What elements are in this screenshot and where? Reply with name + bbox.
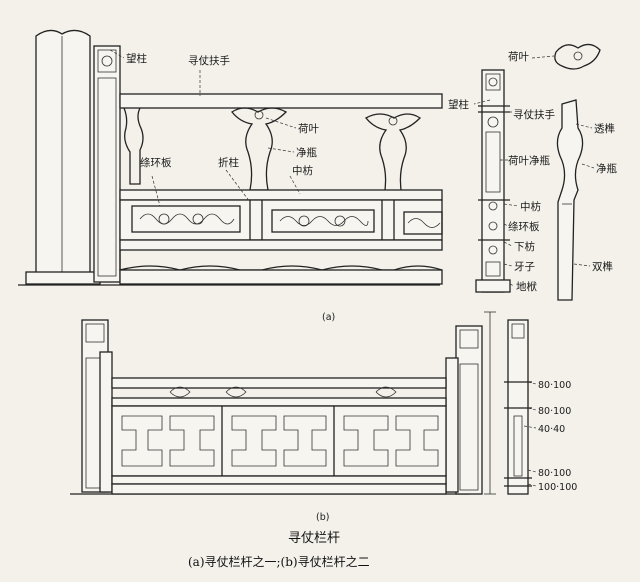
middle-rail-b — [111, 397, 447, 407]
figure-b-elevation: 80·100 80·100 40·40 80·100 100·100 (b) — [70, 311, 577, 523]
label-side-heye-top: 荷叶 — [508, 51, 529, 63]
label-side-zhongfang: 中枋 — [520, 200, 541, 213]
knot-ornament-3 — [375, 386, 397, 398]
middle-rail — [119, 189, 443, 201]
figure-a-mark: (a) — [322, 312, 335, 323]
dim-middle-rail: 80·100 — [538, 406, 571, 417]
carved-panel-3 — [403, 211, 443, 235]
label-zhongfang: 中枋 — [292, 164, 313, 177]
label-side-huanbanban: 绦环板 — [508, 220, 540, 233]
knot-ornament-2 — [225, 386, 247, 398]
label-zhezhu: 折柱 — [218, 156, 239, 169]
baluster-vase-2 — [231, 107, 288, 191]
label-side-tousun: 透榫 — [594, 122, 615, 135]
dim-lower-rail: 80·100 — [538, 468, 571, 479]
knot-ornament-1 — [169, 386, 191, 398]
base-beam-b — [111, 483, 447, 495]
figure-caption: (a)寻仗栏杆之一;(b)寻仗栏杆之二 — [188, 554, 370, 569]
label-side-xiafang: 下枋 — [514, 240, 535, 253]
figure-b-mark: (b) — [316, 512, 329, 523]
label-xunzhangfushou: 寻仗扶手 — [188, 54, 230, 67]
lattice-cell-6 — [395, 415, 439, 467]
lattice-panel — [111, 405, 447, 477]
apron — [119, 250, 443, 271]
label-wangzhu: 望柱 — [126, 52, 147, 65]
dim-lattice-bar: 40·40 — [538, 424, 565, 435]
side-section-post: 望柱 荷叶 寻仗扶手 荷叶净瓶 中枋 绦环板 下枋 牙子 地栿 透榫 净瓶 双榫 — [448, 43, 617, 301]
label-side-wangzhu: 望柱 — [448, 98, 469, 111]
handrail — [119, 93, 443, 109]
carved-panel-2 — [271, 209, 375, 233]
label-jingping: 净瓶 — [296, 146, 317, 159]
column-base — [25, 271, 101, 285]
side-post-b — [507, 319, 529, 495]
label-side-xunzhangfushou: 寻仗扶手 — [513, 108, 555, 121]
label-side-yazi: 牙子 — [514, 261, 535, 273]
lattice-cell-2 — [169, 415, 215, 467]
baluster-vase-3 — [365, 113, 422, 197]
label-side-shuangsun: 双榫 — [592, 260, 613, 273]
label-side-heye-jingping: 荷叶净瓶 — [508, 154, 550, 167]
lattice-cell-1 — [121, 415, 163, 467]
lattice-cell-3 — [231, 415, 277, 467]
carved-panel-1 — [131, 205, 241, 233]
label-heye: 荷叶 — [298, 123, 319, 135]
figure-title: 寻仗栏杆 — [288, 531, 340, 546]
label-side-jingping: 净瓶 — [596, 162, 617, 175]
handrail-b — [111, 377, 447, 389]
large-column — [35, 29, 91, 279]
dim-base-beam: 100·100 — [538, 482, 577, 493]
lotus-leaf-ornament — [554, 43, 601, 70]
label-side-difu: 地栿 — [516, 280, 537, 293]
baluster-vase-1 — [123, 107, 144, 185]
lower-rail — [119, 239, 443, 251]
lower-rail-b — [111, 475, 447, 485]
lattice-cell-4 — [283, 415, 327, 467]
label-huanbanban: 绦环板 — [140, 156, 172, 169]
dim-handrail: 80·100 — [538, 380, 571, 391]
figure-a-elevation: 望柱 寻仗扶手 荷叶 净瓶 中枋 绦环板 折柱 (a) — [18, 29, 443, 323]
lattice-cell-5 — [343, 415, 389, 467]
side-wangzhu-post — [481, 69, 505, 293]
vase-tenon-detail — [556, 99, 584, 301]
base-beam — [119, 269, 443, 285]
